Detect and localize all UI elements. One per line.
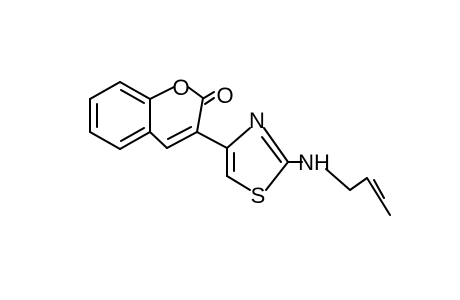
bond-benzene-3 <box>119 131 151 150</box>
bond-benzene-inner-2 <box>120 127 145 142</box>
bond-nh-ch2 <box>325 168 351 191</box>
bond-ch-ch2-2 <box>373 179 385 199</box>
thiazole-sulfur-label: S <box>251 183 266 208</box>
bond-thiazole-n3-c2 <box>263 127 289 163</box>
bond-c8a-o1 <box>149 86 175 100</box>
bond-benzene-6 <box>89 81 121 100</box>
bond-thiazole-c2-s1 <box>265 161 289 191</box>
thiazole-nitrogen-label: N <box>249 108 265 133</box>
bond-layer <box>89 81 391 216</box>
amine-label: NH <box>298 150 330 175</box>
bond-ch2-ch <box>349 177 368 191</box>
bond-c4-c4a <box>149 131 168 149</box>
bond-benzene-inner-1 <box>120 89 145 104</box>
bond-c3-c4-inner <box>167 126 192 140</box>
bond-c3-thiazole <box>196 131 228 149</box>
bond-ch-ch2-1 <box>366 177 391 216</box>
bond-o1-c2 <box>187 86 204 99</box>
bond-carbonyl-2 <box>204 97 215 105</box>
bond-benzene-4 <box>89 131 121 150</box>
bond-thiazole-c4-n3 <box>226 127 251 149</box>
atom-label-layer: O O N S NH <box>172 75 329 208</box>
ring-oxygen-label: O <box>172 75 189 100</box>
bond-c2-c3 <box>196 97 204 133</box>
bond-carbonyl-1 <box>203 91 215 99</box>
bond-thiazole-n3-c2-inner <box>261 136 282 163</box>
bond-benzene-1 <box>119 81 151 100</box>
bond-c3-c4 <box>166 131 198 149</box>
bond-thiazole-s1-c5 <box>226 175 251 191</box>
carbonyl-oxygen-label: O <box>216 83 233 108</box>
